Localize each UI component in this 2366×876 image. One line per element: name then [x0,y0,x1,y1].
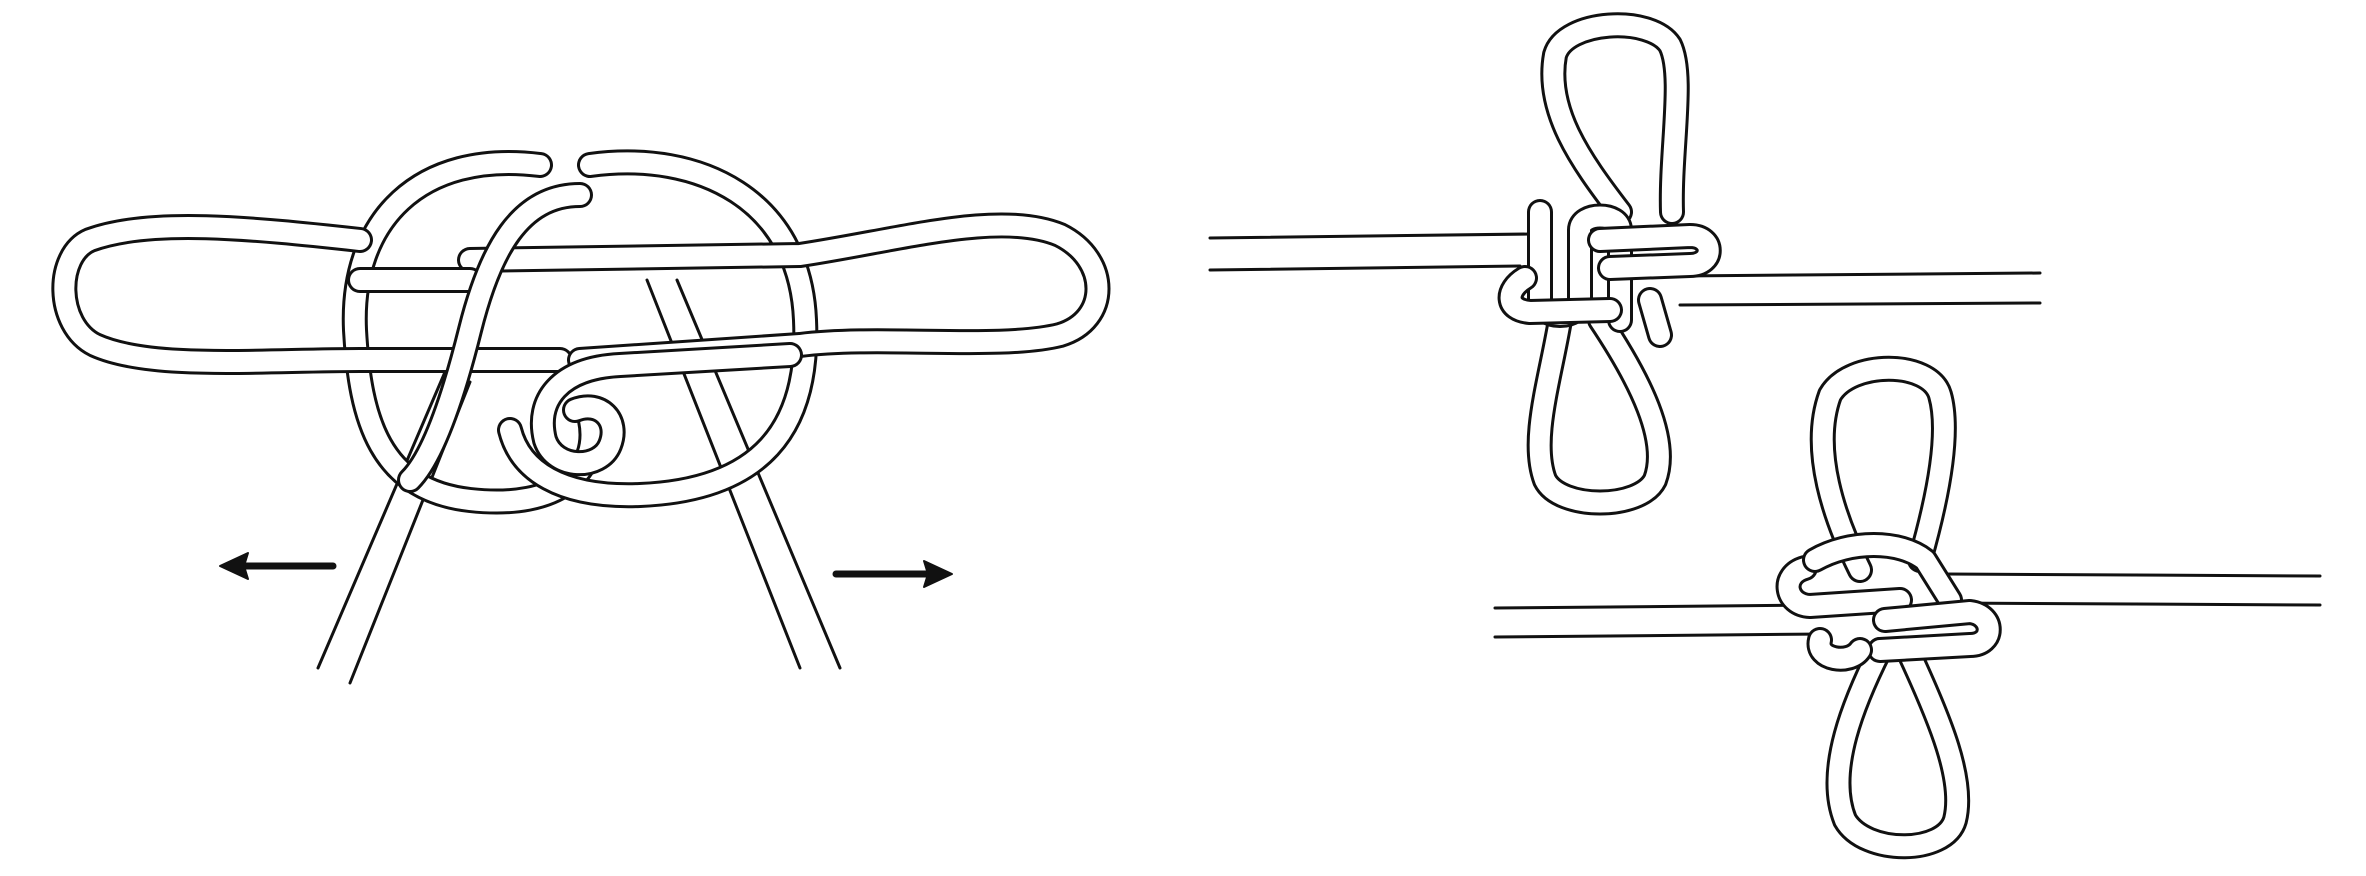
right-arrow-icon [832,560,953,588]
lower-knot-top-loop [1809,355,1957,583]
lower-left-standing-line [1493,603,1827,639]
lower-knot-wraps [1775,532,2002,672]
horizontal-bight [51,212,1111,375]
loosened-knot-panel [51,149,1111,685]
upper-left-standing-line [1208,232,1532,272]
lower-knot-bottom-loop [1825,637,1971,860]
lower-right-standing-line [1943,572,2322,607]
dressed-knot-lower-panel [1493,355,2322,860]
upper-knot-wraps [1497,199,1722,348]
upper-right-standing-line [1678,271,2042,307]
knot-body-right-loop [497,149,819,509]
center-curl [529,342,803,477]
upper-knot-bottom-loop [1526,307,1672,516]
upper-knot-top-loop [1540,12,1690,225]
dressed-knot-upper-panel [1208,12,2042,516]
left-arrow-icon [219,552,337,580]
crossing-strand [397,182,593,493]
